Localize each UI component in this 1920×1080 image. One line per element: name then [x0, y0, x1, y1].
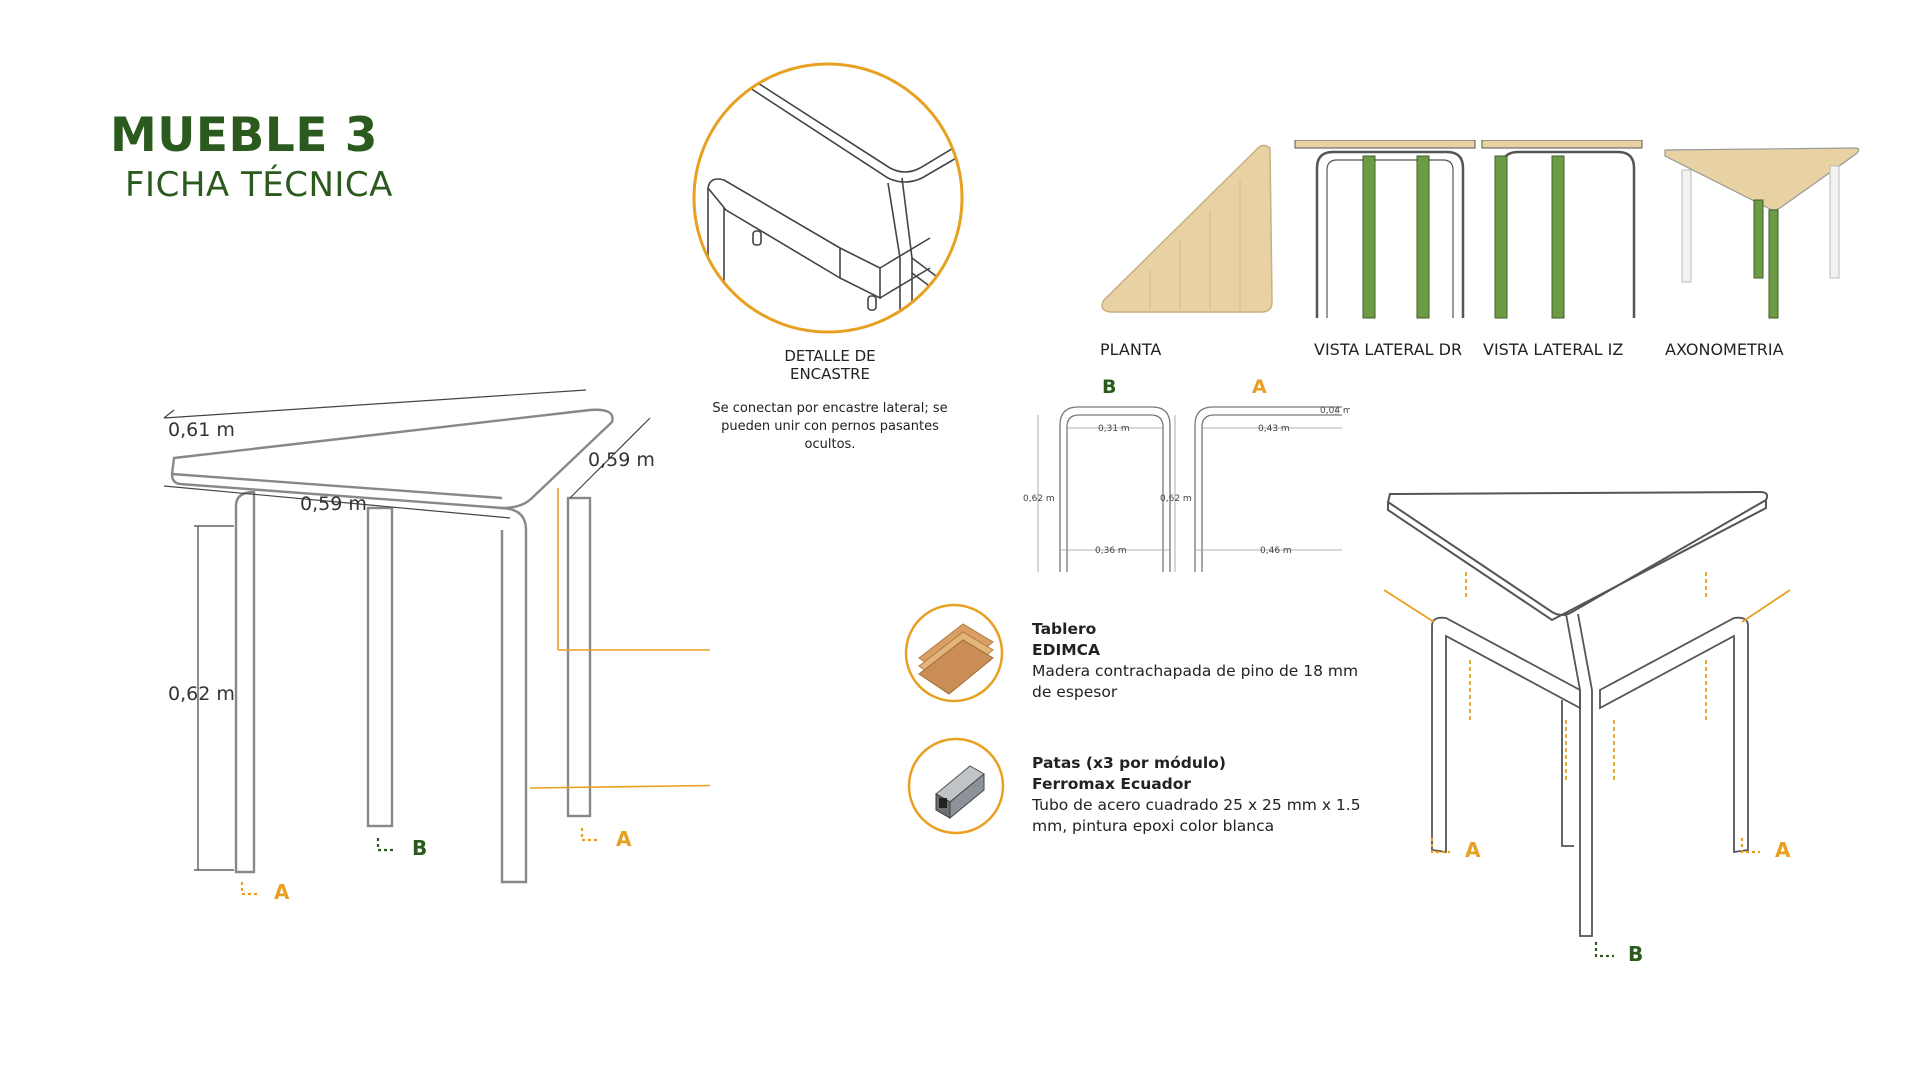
legs-desc-line1: Tubo de acero cuadrado 25 x 25 mm x 1.5: [1032, 796, 1361, 814]
joint-detail-illustration: [692, 62, 964, 334]
main-table-drawing: 0,61 m 0,59 m 0,59 m 0,62 m A B A: [163, 389, 710, 904]
detail-caption: DETALLE DE ENCASTRE: [740, 347, 920, 383]
legs-label-b: B: [1102, 376, 1116, 398]
leg-a-left-marker: [240, 882, 260, 896]
board-brand: EDIMCA: [1032, 641, 1101, 659]
table-outline: [170, 408, 614, 884]
label-right-side: VISTA LATERAL DR: [1314, 340, 1463, 359]
orthographic-views: [1101, 140, 1860, 319]
dim-top-left: 0,61 m: [168, 419, 235, 441]
leg-a-right-marker: [580, 828, 600, 842]
dim-b-bottom-width: 0,36 m: [1095, 546, 1127, 556]
dim-a-thickness: 0,04 m: [1320, 406, 1350, 416]
exploded-a-left-label: A: [1465, 838, 1481, 862]
legs-dimension-drawing: B A 0,31 m 0,62 m 0,36 m 0,43 m 0,04 m 0…: [1023, 376, 1350, 572]
board-material-thumbnail: [904, 603, 1004, 703]
detail-caption-line2: ENCASTRE: [789, 365, 871, 383]
legs-material-info: Patas (x3 por módulo) Ferromax Ecuador T…: [1032, 753, 1362, 837]
plywood-icon: [918, 623, 994, 695]
detail-note-line3: ocultos.: [804, 437, 856, 452]
joint-detail-lines: [707, 77, 962, 332]
exploded-a-right-label: A: [1775, 838, 1791, 862]
exploded-top: [1386, 490, 1769, 622]
exploded-b-label: B: [1628, 942, 1643, 966]
dim-a-bottom-width: 0,46 m: [1260, 546, 1292, 556]
axonometric-view: [1664, 147, 1860, 319]
dim-top-right: 0,59 m: [588, 449, 655, 471]
leg-a-left-label: A: [274, 880, 290, 904]
left-side-view: [1481, 140, 1643, 319]
leg-b-profile: [1059, 406, 1171, 572]
detail-circle-frame: [692, 62, 964, 334]
detail-note-line2: pueden unir con pernos pasantes: [721, 419, 939, 434]
detail-note: Se conectan por encastre lateral; se pue…: [700, 400, 960, 454]
legs-name: Patas (x3 por módulo): [1032, 754, 1226, 772]
dimension-lines: [1037, 407, 1342, 572]
right-side-view: [1294, 140, 1476, 319]
dim-front: 0,59 m: [300, 493, 367, 515]
exploded-b-marker: [1594, 942, 1614, 958]
board-desc-line1: Madera contrachapada de pino de 18 mm: [1032, 662, 1359, 680]
legs-callout-line: [529, 784, 710, 789]
legs-label-a: A: [1252, 376, 1267, 398]
leg-b-marker: [376, 838, 396, 852]
plan-view: [1101, 144, 1273, 313]
page-title: MUEBLE 3: [110, 108, 378, 163]
exploded-assembly-drawing: A A B: [1383, 490, 1791, 966]
leg-b-label: B: [412, 836, 427, 860]
dim-height: 0,62 m: [168, 683, 235, 705]
exploded-legs: [1431, 613, 1749, 937]
dim-a-top-width: 0,43 m: [1258, 424, 1290, 434]
board-material-info: Tablero EDIMCA Madera contrachapada de p…: [1032, 619, 1362, 703]
board-name: Tablero: [1032, 620, 1097, 638]
label-axonometric: AXONOMETRIA: [1665, 340, 1784, 359]
exploded-guides: [1383, 572, 1791, 780]
exploded-a-left-marker: [1430, 838, 1450, 854]
detail-caption-line1: DETALLE DE: [784, 347, 876, 365]
dim-b-height: 0,62 m: [1023, 494, 1055, 504]
detail-note-line1: Se conectan por encastre lateral; se: [712, 401, 948, 416]
legs-desc-line2: mm, pintura epoxi color blanca: [1032, 817, 1275, 835]
exploded-a-right-marker: [1740, 838, 1760, 854]
legs-material-thumbnail: [907, 737, 1005, 835]
label-left-side: VISTA LATERAL IZ: [1483, 340, 1624, 359]
steel-tube-icon: [935, 765, 985, 820]
page-subtitle: FICHA TÉCNICA: [125, 165, 393, 205]
leg-a-profile: [1194, 406, 1342, 572]
board-desc-line2: de espesor: [1032, 683, 1118, 701]
dim-b-top-width: 0,31 m: [1098, 424, 1130, 434]
label-plant: PLANTA: [1100, 340, 1162, 359]
dimension-lines-main: [163, 389, 651, 871]
leg-a-right-label: A: [616, 827, 632, 851]
legs-brand: Ferromax Ecuador: [1032, 775, 1192, 793]
dim-a-height: 0,62 m: [1160, 494, 1192, 504]
